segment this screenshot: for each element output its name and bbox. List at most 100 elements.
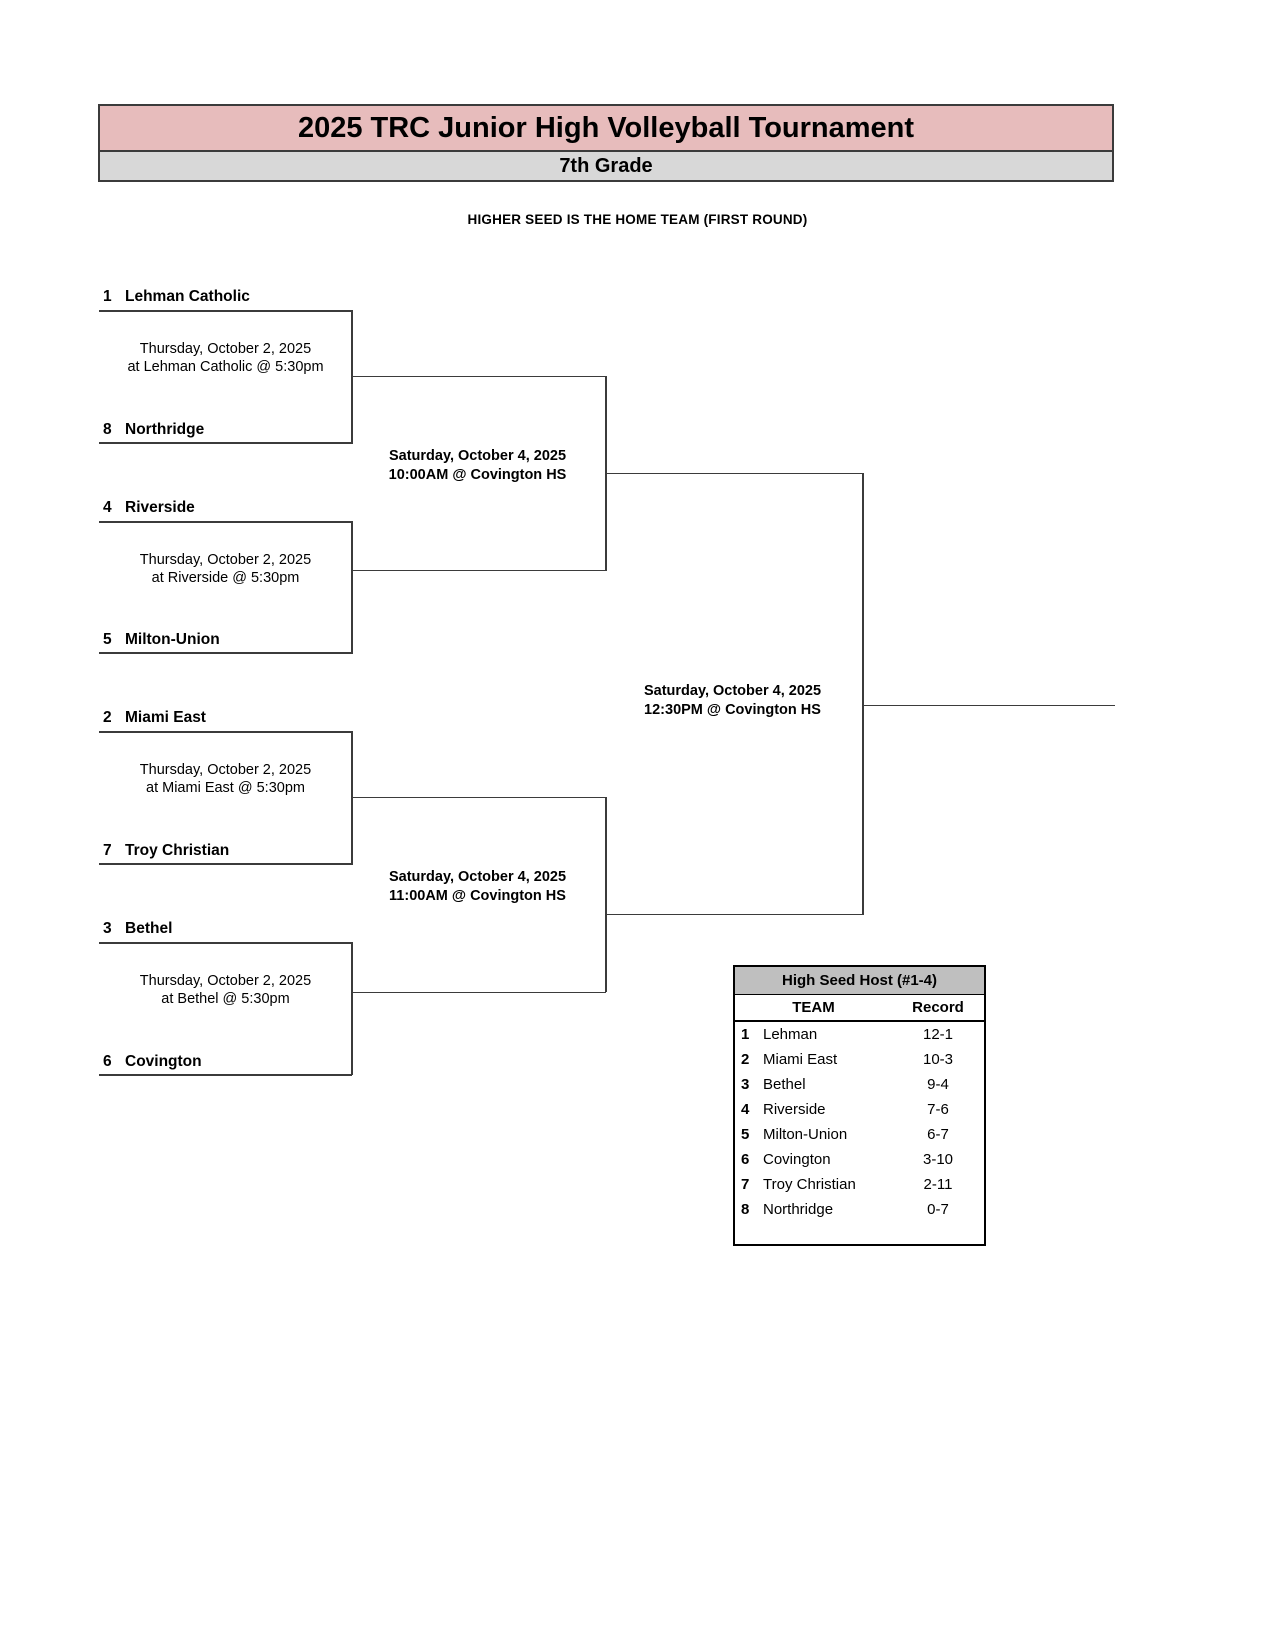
bracket-advance-semifinal-2 — [605, 914, 863, 915]
team-name: Lehman Catholic — [125, 288, 250, 305]
bracket-line-team-6 — [99, 1074, 352, 1076]
bracket-advance-game3 — [351, 797, 606, 798]
row-record: 10-3 — [922, 1051, 954, 1068]
team-name: Miami East — [125, 709, 206, 726]
bracket-connector-semifinal-2 — [605, 797, 607, 992]
game-venue: at Riverside @ 5:30pm — [151, 570, 300, 587]
row-record: 2-11 — [923, 1176, 953, 1193]
seed-table-title: High Seed Host (#1-4) — [735, 967, 984, 995]
table-row: 6 Covington 3-10 — [735, 1147, 984, 1172]
row-seed: 2 — [741, 1051, 750, 1068]
row-team: Milton-Union — [763, 1126, 848, 1143]
game-date: Thursday, October 2, 2025 — [139, 341, 312, 357]
table-row: 4 Riverside 7-6 — [735, 1097, 984, 1122]
bracket-advance-game4 — [351, 992, 606, 993]
page-title: 2025 TRC Junior High Volleyball Tourname… — [297, 111, 915, 144]
game-venue: at Miami East @ 5:30pm — [146, 780, 305, 797]
team-name: Riverside — [125, 499, 195, 516]
column-header-team: TEAM — [792, 999, 835, 1016]
table-row: 8 Northridge 0-7 — [735, 1197, 984, 1222]
game-info-round1-game2: Thursday, October 2, 2025 at Riverside @… — [99, 551, 352, 587]
seed-number: 2 — [103, 709, 112, 726]
bracket-connector-game2 — [351, 521, 353, 654]
team-name: Troy Christian — [125, 842, 230, 859]
seed-number: 5 — [103, 631, 112, 648]
row-record: 0-7 — [927, 1201, 949, 1218]
row-seed: 5 — [741, 1126, 750, 1143]
bracket-team-4-riverside: 4 Riverside — [103, 499, 195, 517]
table-row: 3 Bethel 9-4 — [735, 1072, 984, 1097]
row-team: Covington — [763, 1151, 831, 1168]
row-team: Troy Christian — [763, 1176, 856, 1193]
bracket-advance-game2 — [351, 570, 606, 571]
game-date: Saturday, October 4, 2025 — [388, 869, 567, 885]
row-seed: 3 — [741, 1076, 750, 1093]
row-seed: 8 — [741, 1201, 750, 1218]
bracket-team-7-troy-christian: 7 Troy Christian — [103, 842, 229, 860]
bracket-team-8-northridge: 8 Northridge — [103, 421, 204, 439]
bracket-advance-semifinal-1 — [605, 473, 863, 474]
bracket-line-team-7 — [99, 863, 352, 865]
bracket-connector-game1 — [351, 310, 353, 444]
seed-number: 4 — [103, 499, 112, 516]
bracket-line-team-1 — [99, 310, 352, 312]
seed-number: 7 — [103, 842, 112, 859]
game-date: Thursday, October 2, 2025 — [139, 552, 312, 568]
game-info-semifinal-2: Saturday, October 4, 2025 11:00AM @ Covi… — [350, 868, 605, 906]
seed-table-header-row: TEAM Record — [735, 995, 984, 1022]
team-name: Milton-Union — [125, 631, 220, 648]
bracket-line-team-8 — [99, 442, 352, 444]
game-venue: 10:00AM @ Covington HS — [388, 466, 567, 483]
bracket-line-team-5 — [99, 652, 352, 654]
row-seed: 4 — [741, 1101, 750, 1118]
bracket-team-5-milton-union: 5 Milton-Union — [103, 631, 220, 649]
home-team-note: HIGHER SEED IS THE HOME TEAM (FIRST ROUN… — [467, 212, 808, 227]
game-venue: 12:30PM @ Covington HS — [644, 701, 821, 718]
seed-number: 3 — [103, 920, 112, 937]
tournament-title-banner: 2025 TRC Junior High Volleyball Tourname… — [98, 104, 1114, 152]
bracket-line-team-2 — [99, 731, 352, 733]
bracket-connector-championship — [862, 473, 864, 915]
bracket-team-1-lehman-catholic: 1 Lehman Catholic — [103, 288, 250, 306]
bracket-advance-championship — [862, 705, 1115, 706]
tournament-subtitle-banner: 7th Grade — [98, 150, 1114, 182]
seed-number: 1 — [103, 288, 112, 305]
bracket-team-3-bethel: 3 Bethel — [103, 920, 172, 938]
game-date: Saturday, October 4, 2025 — [388, 448, 567, 464]
bracket-connector-game4 — [351, 942, 353, 1075]
row-team: Riverside — [763, 1101, 826, 1118]
seed-table-bottom-padding — [735, 1222, 984, 1244]
game-date: Thursday, October 2, 2025 — [139, 973, 312, 989]
row-team: Northridge — [763, 1201, 834, 1218]
game-info-round1-game4: Thursday, October 2, 2025 at Bethel @ 5:… — [99, 972, 352, 1008]
table-row: 5 Milton-Union 6-7 — [735, 1122, 984, 1147]
game-info-semifinal-1: Saturday, October 4, 2025 10:00AM @ Covi… — [350, 447, 605, 485]
game-venue: at Lehman Catholic @ 5:30pm — [127, 359, 324, 376]
row-record: 3-10 — [922, 1151, 954, 1168]
game-date: Saturday, October 4, 2025 — [643, 683, 822, 699]
seed-number: 8 — [103, 421, 112, 438]
team-name: Covington — [125, 1053, 202, 1070]
bracket-line-team-3 — [99, 942, 352, 944]
game-venue: at Bethel @ 5:30pm — [161, 991, 290, 1008]
game-info-round1-game3: Thursday, October 2, 2025 at Miami East … — [99, 761, 352, 797]
page-subtitle: 7th Grade — [559, 154, 653, 177]
table-row: 2 Miami East 10-3 — [735, 1047, 984, 1072]
team-name: Northridge — [125, 421, 205, 438]
row-team: Bethel — [763, 1076, 806, 1093]
game-date: Thursday, October 2, 2025 — [139, 762, 312, 778]
column-header-record: Record — [912, 999, 964, 1016]
team-name: Bethel — [125, 920, 173, 937]
row-record: 6-7 — [927, 1126, 949, 1143]
game-venue: 11:00AM @ Covington HS — [389, 887, 566, 904]
row-team: Lehman — [763, 1026, 818, 1043]
game-info-round1-game1: Thursday, October 2, 2025 at Lehman Cath… — [99, 340, 352, 376]
row-seed: 6 — [741, 1151, 750, 1168]
bracket-advance-game1 — [351, 376, 606, 377]
row-seed: 7 — [741, 1176, 750, 1193]
table-row: 7 Troy Christian 2-11 — [735, 1172, 984, 1197]
row-team: Miami East — [763, 1051, 838, 1068]
row-record: 12-1 — [922, 1026, 954, 1043]
table-row: 1 Lehman 12-1 — [735, 1022, 984, 1047]
